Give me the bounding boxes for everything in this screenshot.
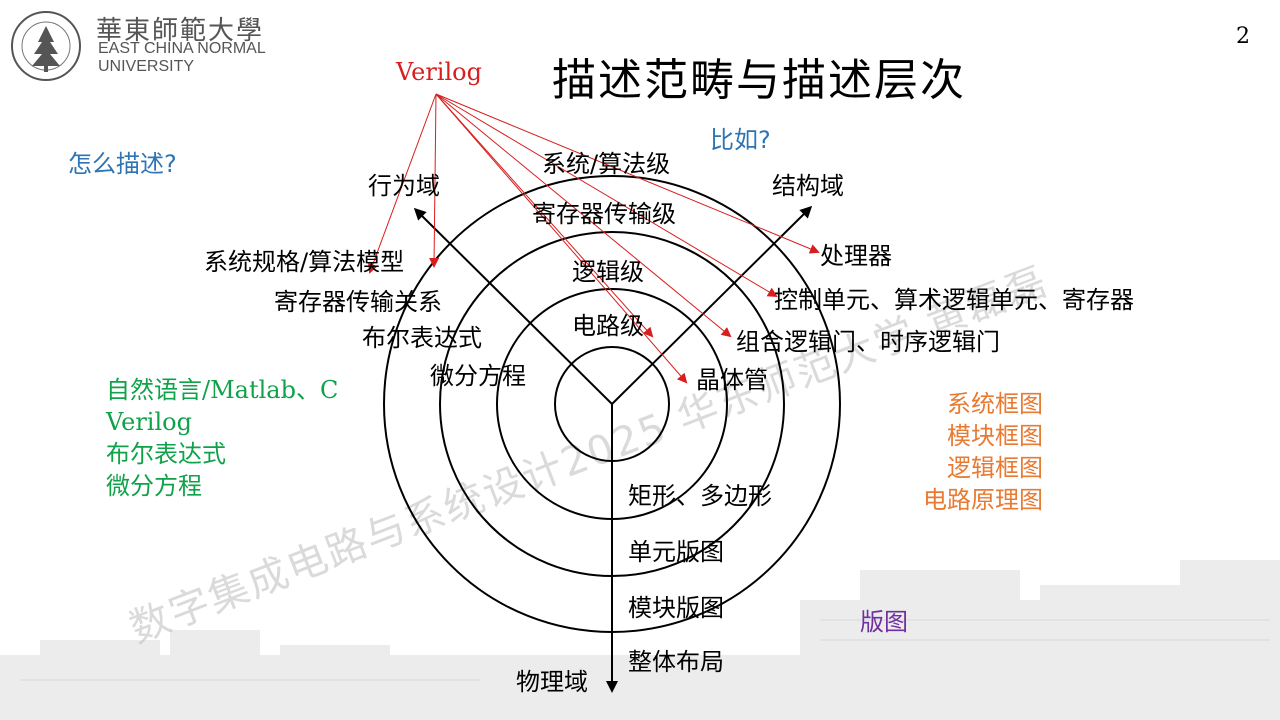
verilog-arrow-processor (435, 93, 820, 254)
verilog-arrow-rtl-relation (429, 93, 440, 268)
physical-example-layout: 版图 (860, 608, 908, 636)
verilog-arrow-circuit-level (435, 93, 654, 338)
level-logic: 逻辑级 (572, 258, 644, 286)
behavior-examples-list: 自然语言/Matlab、C Verilog 布尔表达式 微分方程 (106, 374, 338, 502)
structure-example-schematic: 电路原理图 (923, 486, 1043, 514)
behavior-example-verilog: Verilog (106, 408, 192, 436)
behavior-item-boolean: 布尔表达式 (362, 324, 482, 352)
physical-item-cell-layout: 单元版图 (628, 538, 724, 566)
logo-english-line2: UNIVERSITY (98, 58, 195, 75)
physical-item-module-layout: 模块版图 (628, 594, 724, 622)
level-register-transfer: 寄存器传输级 (532, 200, 676, 228)
behavior-axis-arrow (413, 207, 613, 405)
behavior-item-differential: 微分方程 (430, 362, 526, 390)
verilog-arrow-logic-gates (435, 93, 732, 338)
verilog-arrow-system-spec (368, 93, 437, 274)
structure-example-logic-block: 逻辑框图 (947, 454, 1043, 482)
structure-domain-label: 结构域 (772, 172, 844, 200)
structure-example-module-block: 模块框图 (947, 422, 1043, 450)
logo-english-line1: EAST CHINA NORMAL (98, 40, 266, 57)
level-system-algorithm: 系统/算法级 (542, 150, 671, 178)
behavior-example-boolean: 布尔表达式 (106, 440, 226, 468)
verilog-label: Verilog (396, 58, 482, 86)
university-seal-logo (11, 11, 81, 81)
behavior-item-system-spec: 系统规格/算法模型 (204, 248, 405, 276)
page-number: 2 (1236, 24, 1250, 49)
structure-example-system-block: 系统框图 (947, 390, 1043, 418)
structure-item-control-alu-register: 控制单元、算术逻辑单元、寄存器 (774, 286, 1134, 314)
behavior-domain-label: 行为域 (368, 172, 440, 200)
behavior-item-rtl-relation: 寄存器传输关系 (274, 288, 442, 316)
physical-item-floorplan: 整体布局 (628, 648, 724, 676)
verilog-arrow-control-unit (435, 93, 778, 298)
structure-item-transistor: 晶体管 (696, 366, 768, 394)
structure-examples-list: 系统框图 模块框图 逻辑框图 电路原理图 (900, 388, 1043, 516)
page-title: 描述范畴与描述层次 (552, 55, 966, 106)
structure-item-processor: 处理器 (820, 242, 892, 270)
level-circuit: 电路级 (572, 312, 644, 340)
behavior-example-differential: 微分方程 (106, 472, 202, 500)
physical-item-polygon: 矩形、多边形 (628, 482, 772, 510)
logo-chinese-name: 華東師範大學 (96, 16, 265, 46)
structure-axis-arrow (611, 205, 813, 405)
structure-item-logic-gates: 组合逻辑门、时序逻辑门 (736, 328, 1000, 356)
for-example-question: 比如? (710, 126, 771, 154)
physical-domain-label: 物理域 (516, 668, 588, 696)
how-to-describe-question: 怎么描述? (68, 150, 177, 178)
behavior-example-natural-language: 自然语言/Matlab、C (106, 376, 339, 404)
